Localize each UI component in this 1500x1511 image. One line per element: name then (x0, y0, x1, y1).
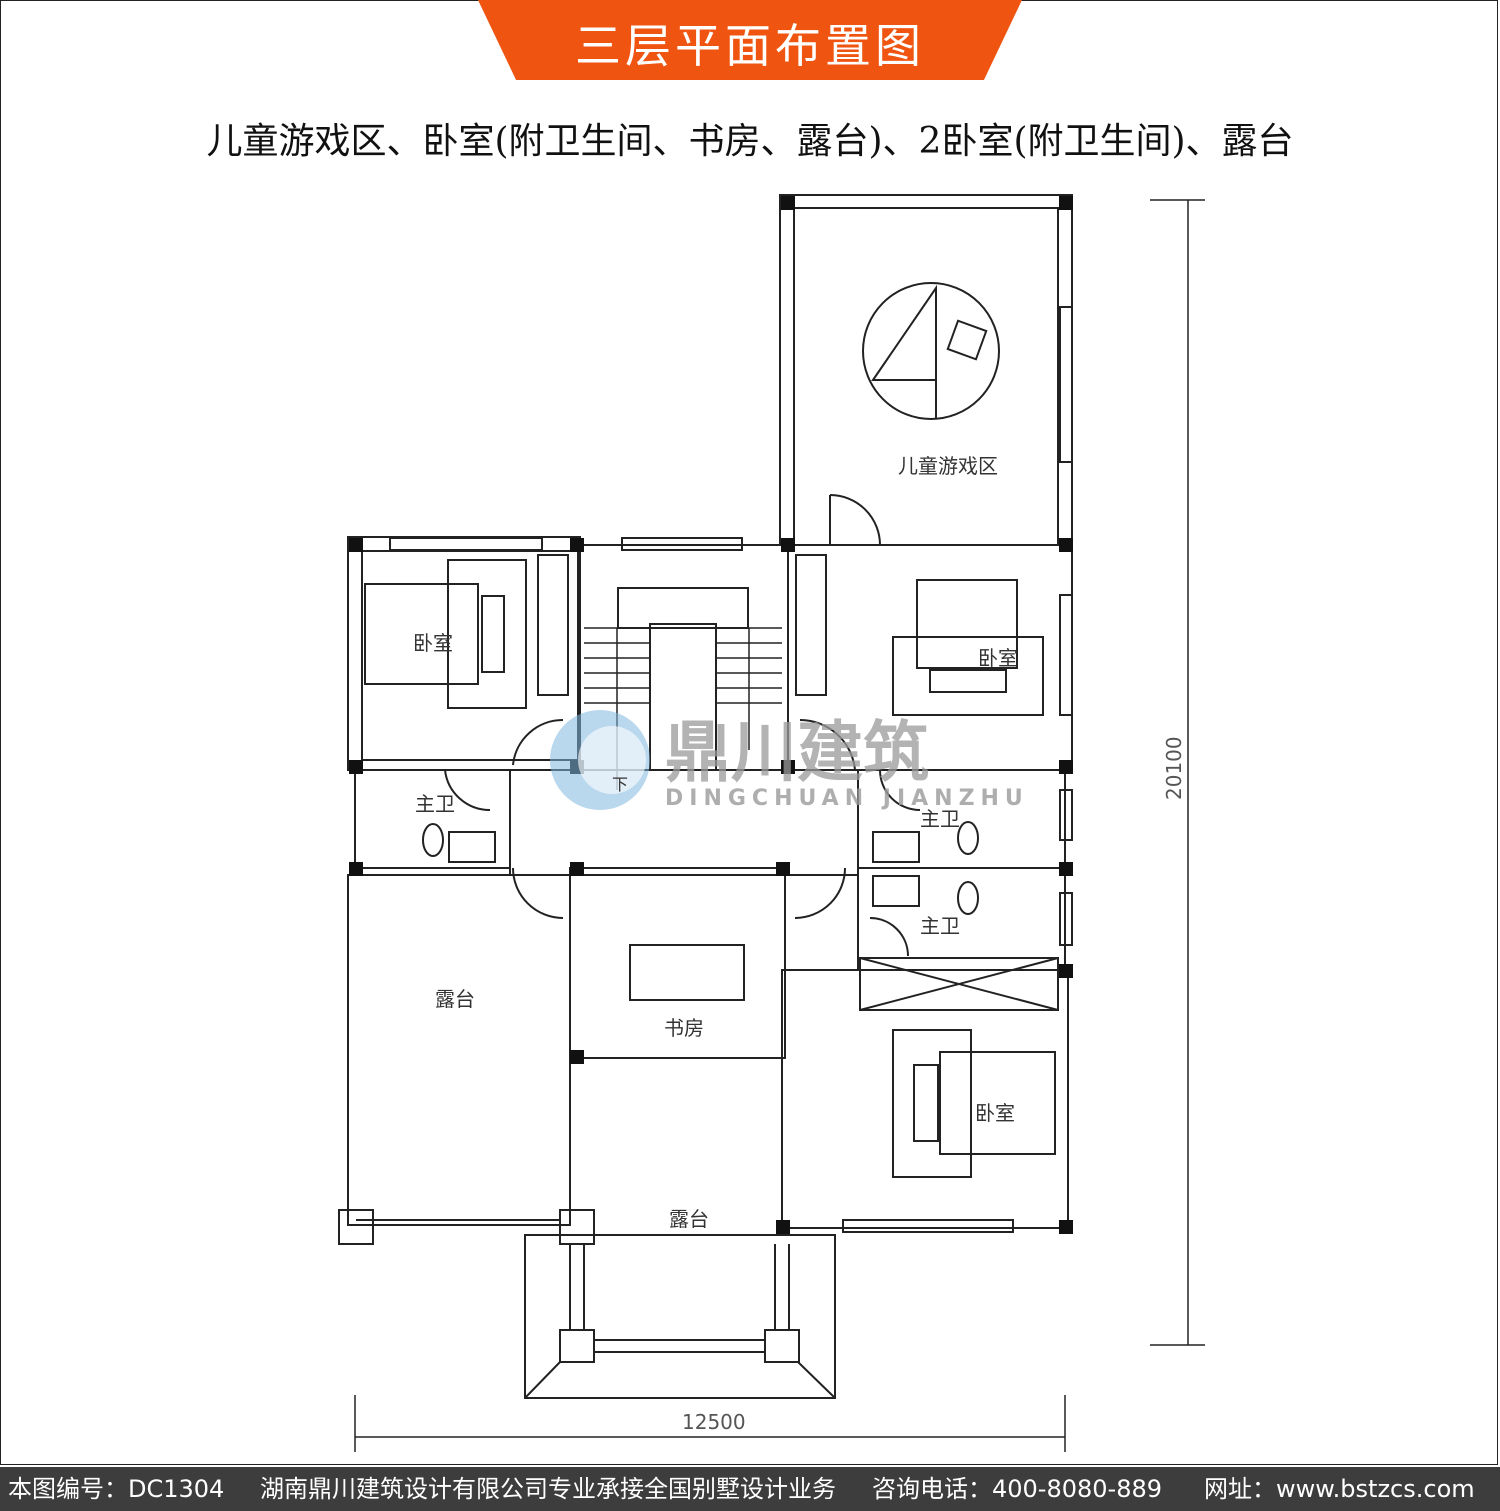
watermark-logo (550, 710, 650, 810)
footer-phone: 咨询电话：400-8080-889 (872, 1475, 1163, 1503)
dimension-width: 12500 (682, 1410, 746, 1434)
room-label-bath-right-lower: 主卫 (920, 914, 960, 938)
room-label-kids-area: 儿童游戏区 (898, 454, 998, 478)
footer-website: 网址：www.bstzcs.com (1204, 1475, 1475, 1503)
footer-company: 湖南鼎川建筑设计有限公司专业承接全国别墅设计业务 (260, 1475, 836, 1503)
floor-plan: 鼎川建筑 DINGCHUAN JIANZHU 儿童游戏区 卧室 卧室 卧室 主卫… (338, 194, 1205, 1452)
room-label-bedroom-left: 卧室 (413, 631, 453, 655)
footer-bar: 本图编号：DC1304 湖南鼎川建筑设计有限公司专业承接全国别墅设计业务 咨询电… (0, 1467, 1500, 1511)
room-label-study: 书房 (664, 1016, 704, 1040)
room-label-terrace-left: 露台 (435, 987, 475, 1011)
page-title: 三层平面布置图 (575, 19, 925, 73)
room-label-bath-left: 主卫 (415, 792, 455, 816)
watermark-name-cn: 鼎川建筑 (665, 714, 929, 791)
dimension-height: 20100 (1162, 736, 1186, 800)
dimension-lines (354, 199, 1205, 1452)
room-label-bath-right-upper: 主卫 (920, 807, 960, 831)
room-label-bedroom-bottom: 卧室 (975, 1101, 1015, 1125)
walls (338, 194, 1073, 1399)
room-label-bedroom-right: 卧室 (978, 646, 1018, 670)
title-banner (478, 0, 1022, 80)
room-label-terrace-bottom: 露台 (669, 1207, 709, 1231)
watermark-name-en: DINGCHUAN JIANZHU (665, 786, 1029, 811)
footer-drawing-number: 本图编号：DC1304 (8, 1475, 225, 1503)
page-subtitle: 儿童游戏区、卧室(附卫生间、书房、露台)、2卧室(附卫生间)、露台 (206, 121, 1294, 162)
stair-down-label: 下 (612, 775, 628, 794)
